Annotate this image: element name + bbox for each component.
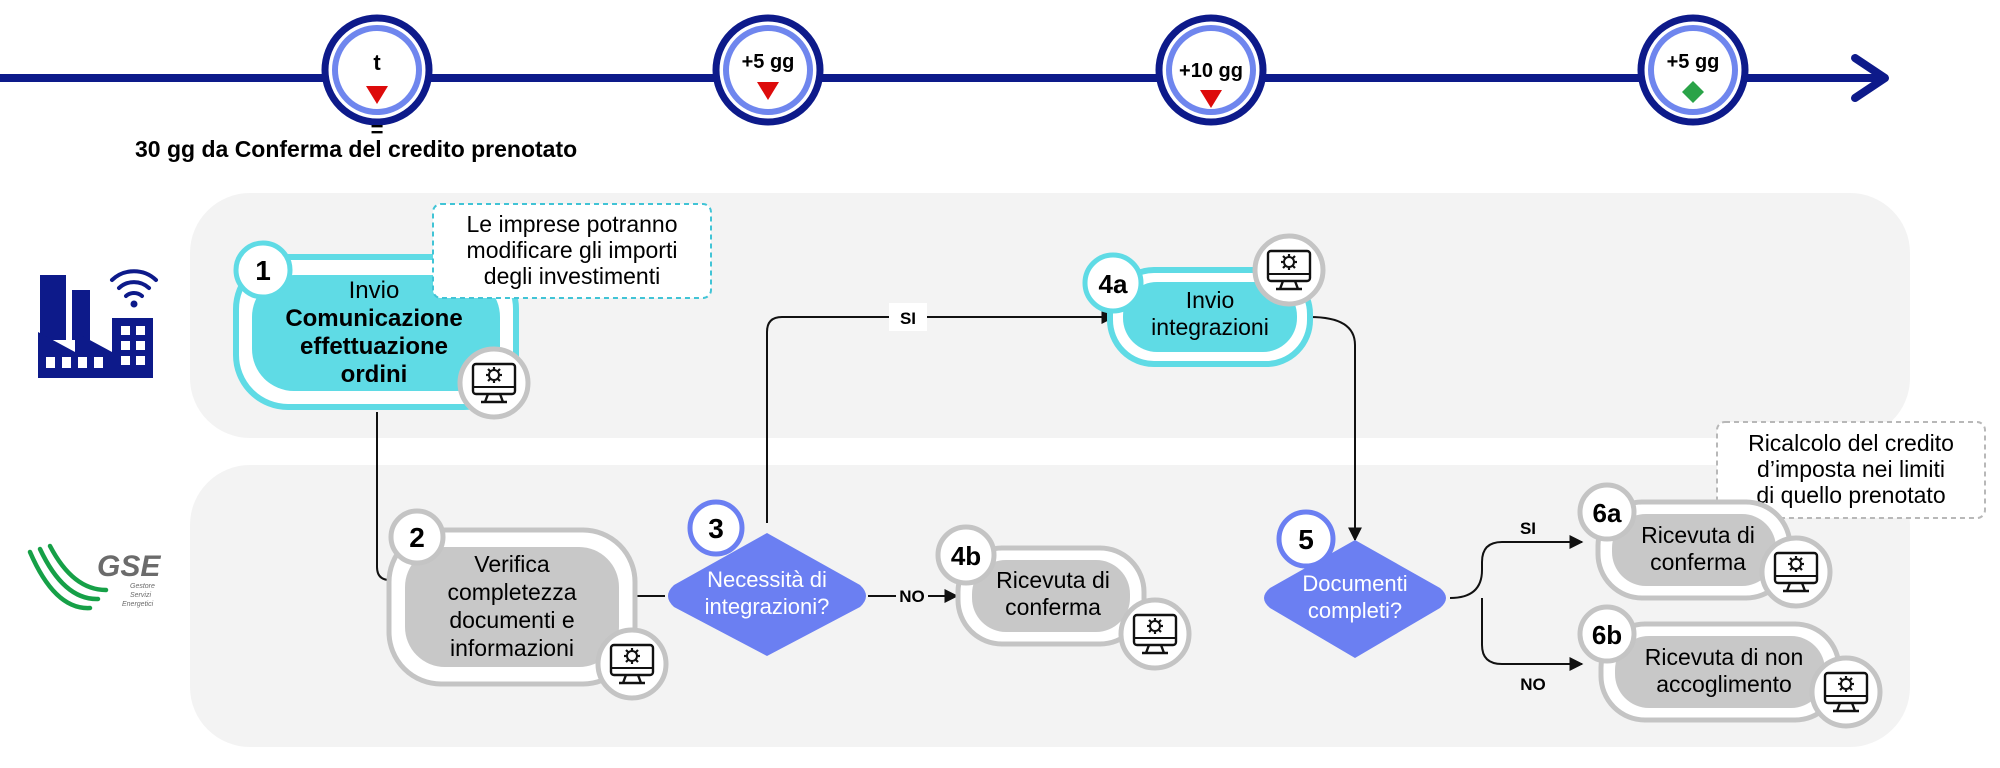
node-6a-badge (1577, 482, 1637, 542)
node-2-number: 2 (409, 522, 425, 553)
equals-sign: = (371, 117, 384, 142)
node-2-line-2: completezza (447, 579, 576, 605)
node-2-line-1: Verifica (474, 551, 550, 577)
monitor-gear-icon (1812, 658, 1880, 726)
monitor-gear-icon (1255, 236, 1323, 304)
node-2: Verifica completezza documenti e informa… (386, 508, 666, 698)
node-6a-number: 6a (1593, 498, 1622, 528)
note-ricalcolo: Ricalcolo del credito d’imposta nei limi… (1716, 421, 1986, 519)
node-4a: Invio integrazioni 4a (1082, 236, 1323, 367)
edge-5-to-6a (1449, 535, 1584, 599)
green-diamond-icon (1682, 81, 1704, 103)
note-ricalcolo-line-3: di quello prenotato (1756, 482, 1945, 508)
gse-logo-subtitle-3: Energetici (122, 601, 154, 608)
node-6b: Ricevuta di non accoglimento 6b (1577, 604, 1880, 726)
gse-logo-subtitle-1: Gestore (130, 583, 155, 590)
note-imprese-line-2: modificare gli importi (467, 237, 678, 263)
node-6b-line-2: accoglimento (1656, 671, 1792, 697)
edge-label-yes-5: SI (1520, 519, 1536, 538)
node-6b-number: 6b (1592, 620, 1622, 650)
note-ricalcolo-line-2: d’imposta nei limiti (1757, 456, 1945, 482)
edge-4a-to-5 (1309, 316, 1362, 542)
node-4b-number: 4b (951, 541, 981, 571)
timeline-step-4: +5 gg (1637, 14, 1749, 126)
node-1-bold-3: ordini (341, 361, 408, 388)
node-1-badge (233, 240, 293, 300)
node-1-number: 1 (255, 255, 271, 286)
monitor-gear-icon (460, 349, 528, 417)
timeline-step-label: t (373, 50, 381, 75)
edge-3-to-4a-a (766, 316, 889, 523)
node-1-line1: Invio (349, 277, 400, 304)
timeline-step-label: +10 gg (1179, 60, 1243, 82)
node-6a: Ricevuta di conferma 6a (1577, 482, 1830, 606)
timeline-start-note: 30 gg da Conferma del credito prenotato (135, 136, 577, 162)
node-2-badge (388, 508, 446, 566)
node-4a-badge (1082, 252, 1144, 314)
edge-5-to-6b (1481, 598, 1584, 671)
node-1-bold-2: effettuazione (300, 333, 448, 360)
node-5-badge (1276, 509, 1336, 569)
timeline-step-3: +10 gg (1155, 14, 1267, 126)
note-ricalcolo-line-1: Ricalcolo del credito (1748, 430, 1954, 456)
red-triangle-icon (1200, 90, 1222, 108)
red-triangle-icon (366, 86, 388, 104)
red-triangle-icon (757, 82, 779, 100)
node-5-line-1: Documenti (1302, 571, 1407, 596)
monitor-gear-icon (598, 630, 666, 698)
node-2-line-4: informazioni (450, 635, 574, 661)
node-3: Necessità di integrazioni? 3 (668, 499, 866, 656)
timeline: t +5 gg +10 gg +5 gg = 30 gg da Conferma… (0, 14, 1889, 162)
note-imprese-line-3: degli investimenti (484, 263, 660, 289)
node-6b-line-1: Ricevuta di non (1645, 644, 1804, 670)
monitor-gear-icon (1762, 538, 1830, 606)
node-3-number: 3 (708, 513, 724, 544)
factory-wifi-icon (38, 269, 158, 378)
edge-label-no-3: NO (899, 587, 925, 606)
timeline-step-label: +5 gg (1667, 51, 1720, 73)
node-3-line-1: Necessità di (707, 567, 827, 592)
timeline-step-label: +5 gg (742, 51, 795, 73)
node-4a-line-1: Invio (1186, 287, 1235, 313)
gse-logo: GSE Gestore Servizi Energetici (27, 543, 161, 611)
node-4b: Ricevuta di conferma 4b (935, 524, 1189, 668)
node-1-bold-1: Comunicazione (285, 305, 462, 332)
timeline-step-1: t (321, 14, 433, 126)
timeline-step-2: +5 gg (712, 14, 824, 126)
node-5-number: 5 (1298, 524, 1314, 555)
monitor-gear-icon (1121, 600, 1189, 668)
node-4a-number: 4a (1099, 269, 1128, 299)
gse-logo-subtitle-2: Servizi (130, 592, 151, 599)
node-4a-line-2: integrazioni (1151, 314, 1269, 340)
note-imprese-line-1: Le imprese potranno (467, 211, 678, 237)
edge-label-no-5: NO (1520, 675, 1546, 694)
node-2-line-3: documenti e (449, 607, 574, 633)
node-6b-badge (1577, 604, 1637, 664)
edge-label-yes-3: SI (900, 309, 916, 328)
node-4b-line-2: conferma (1005, 594, 1101, 620)
node-5-line-2: completi? (1308, 598, 1402, 623)
timeline-arrowhead (1851, 54, 1889, 102)
gse-logo-text: GSE (97, 550, 161, 583)
node-3-badge (687, 499, 745, 557)
node-3-line-2: integrazioni? (705, 594, 830, 619)
node-6a-line-2: conferma (1650, 549, 1746, 575)
node-5: Documenti completi? 5 (1264, 509, 1446, 658)
node-6a-line-1: Ricevuta di (1641, 522, 1755, 548)
node-4b-line-1: Ricevuta di (996, 567, 1110, 593)
node-1: Invio Comunicazione effettuazione ordini… (233, 240, 528, 417)
note-imprese: Le imprese potranno modificare gli impor… (432, 203, 712, 299)
node-4b-badge (935, 524, 997, 586)
